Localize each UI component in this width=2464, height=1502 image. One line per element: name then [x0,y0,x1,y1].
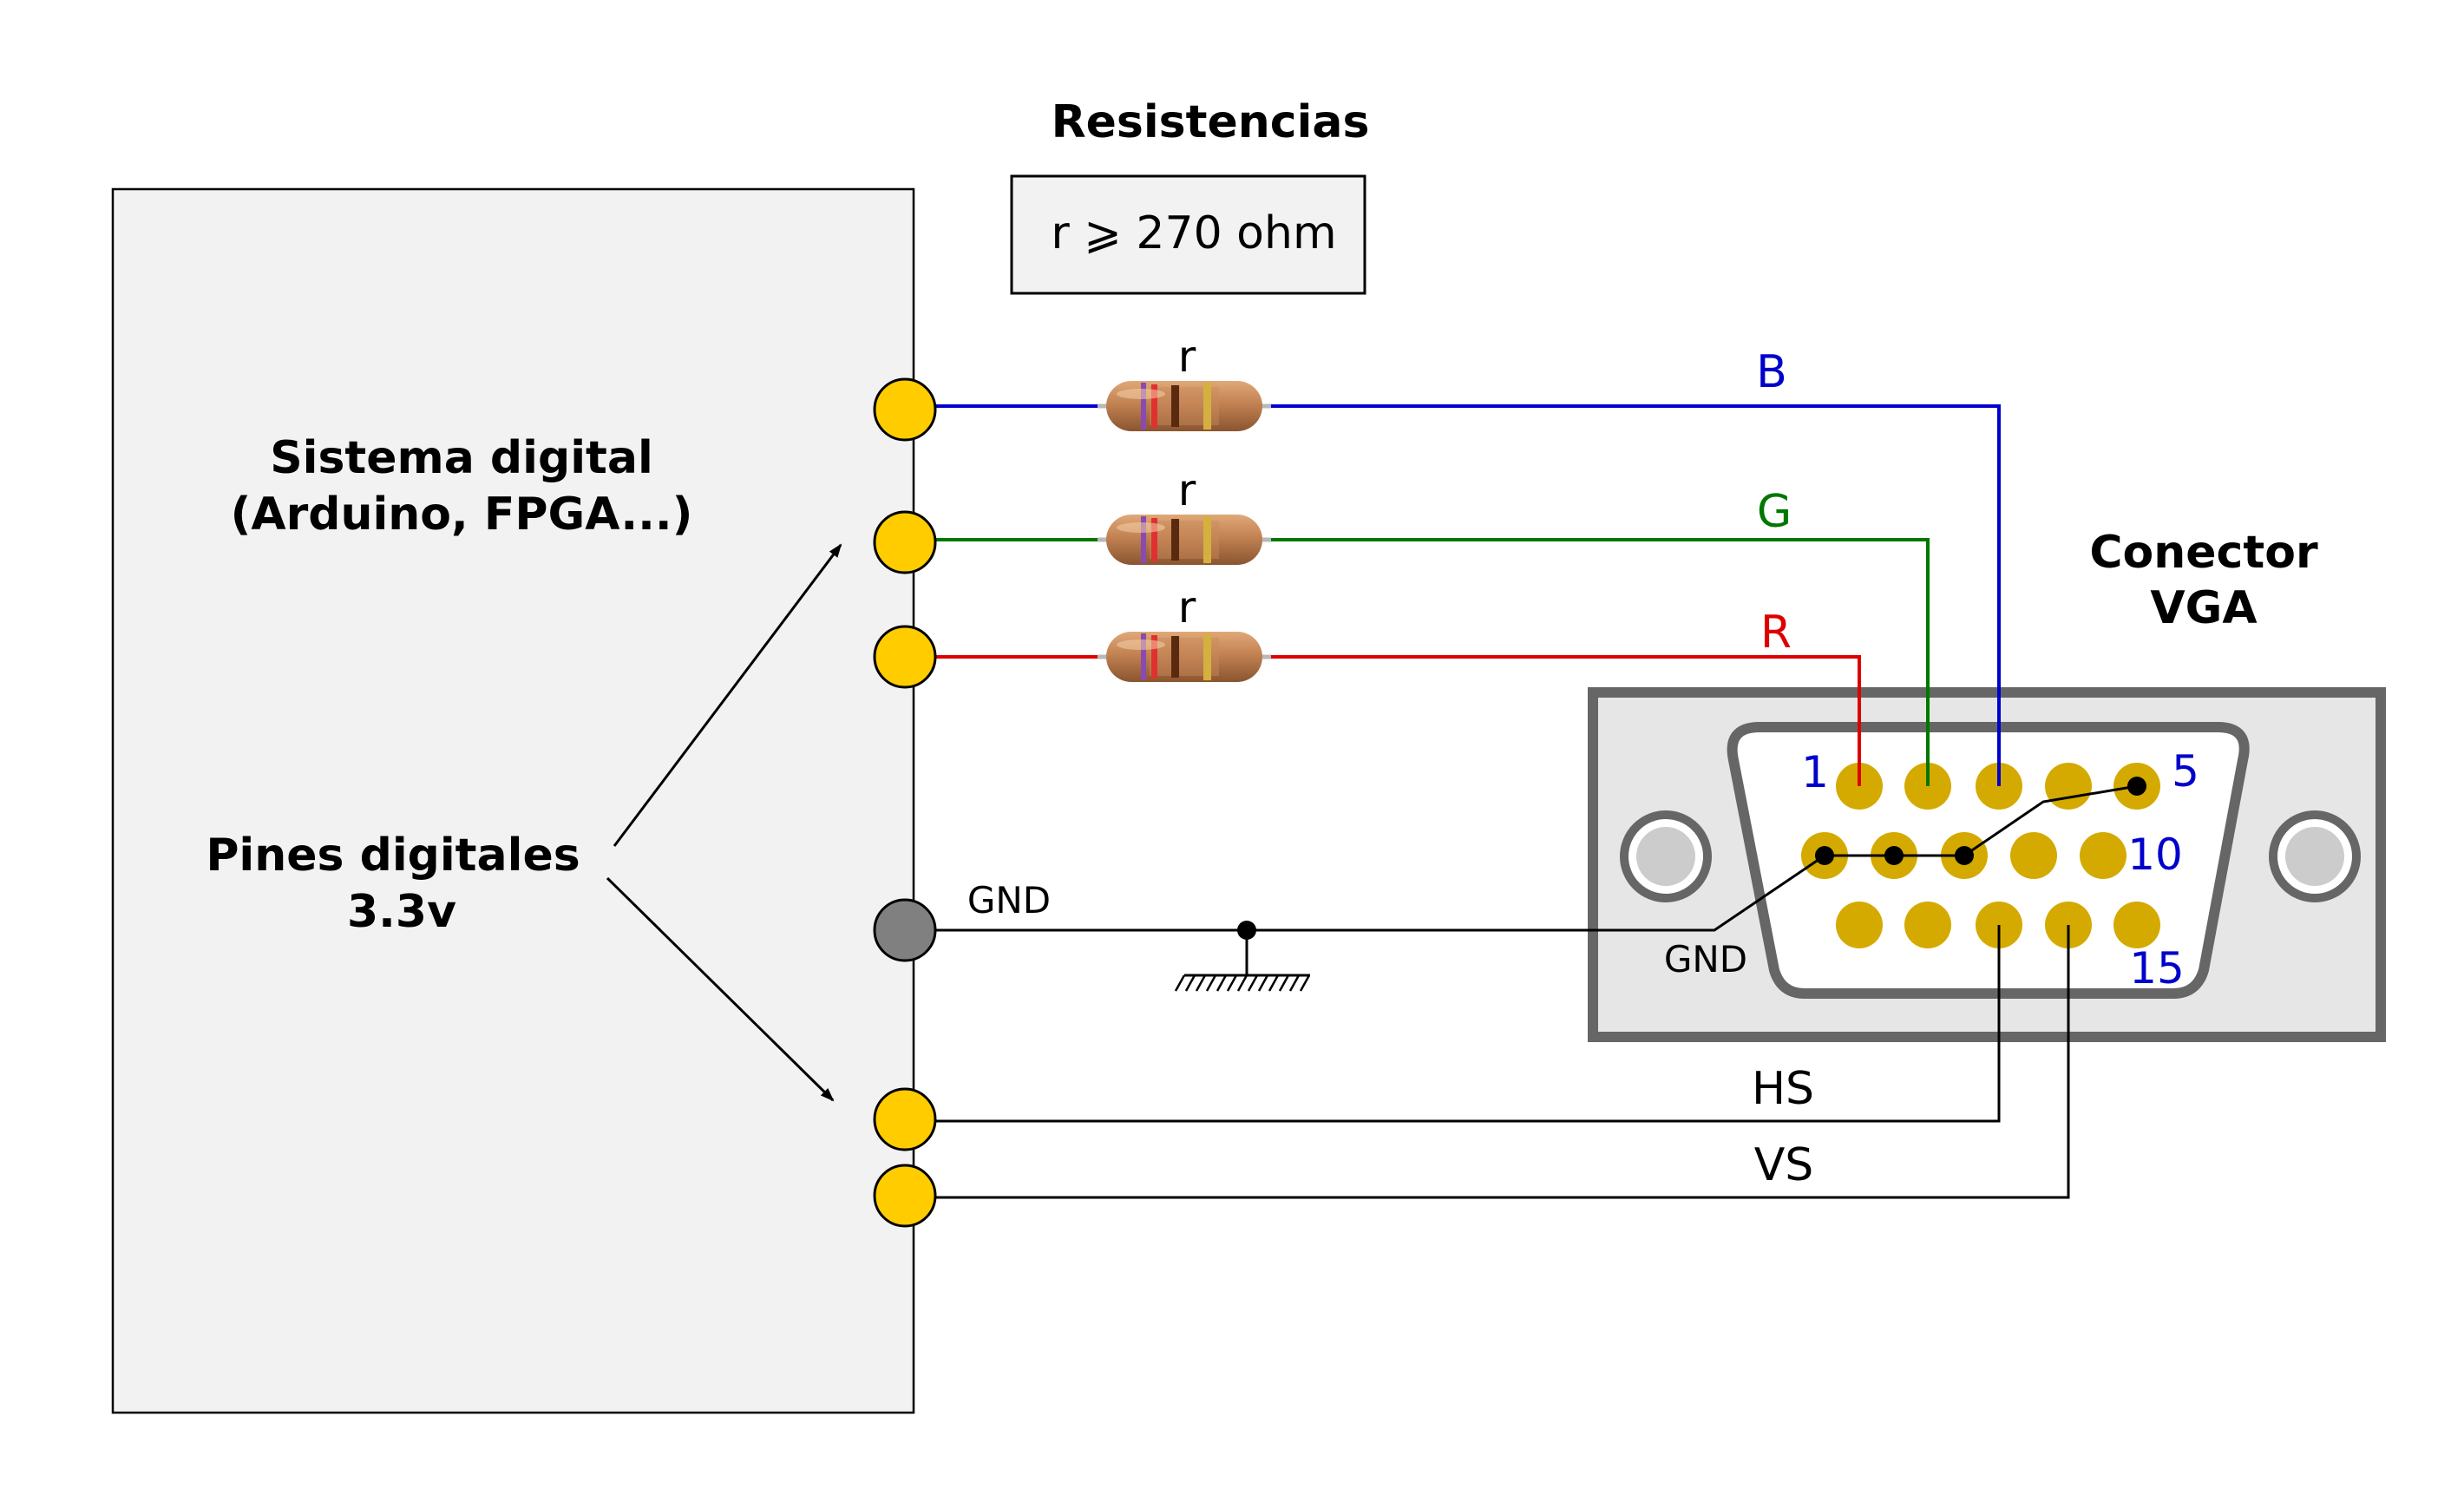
wire-green [1271,538,1930,786]
signal-label-red: R [1760,607,1792,659]
digital-system-block [111,187,915,1414]
gnd-junction-pin-8 [1955,846,1974,865]
resistor-label-green: r [1178,465,1196,515]
signal-label-green: G [1757,486,1792,538]
gnd-junction-pin-7 [1884,846,1904,865]
wire-hsync [915,925,2001,1123]
digital-pins-voltage: 3.3v [347,886,456,938]
vga-pin-11 [1836,902,1883,948]
wire-red [1271,655,1861,786]
vga-pin-number-5: 5 [2172,746,2199,797]
arrow-to-sync-pins [606,876,835,1102]
gnd-junction-pin-5 [2127,777,2146,796]
vga-connector-subtitle: VGA [2150,582,2257,634]
vga-right-screw-head [2285,827,2344,886]
vga-pin-number-1: 1 [1801,747,1829,797]
vga-pin-number-15: 15 [2129,943,2185,994]
ground-symbol-icon [1174,974,1311,992]
arrow-to-rgb-pins [613,543,842,847]
vga-pin-number-10: 10 [2127,830,2183,880]
digital-pin-red [873,625,937,689]
wire-vsync [915,925,2070,1199]
vga-pin-9 [2010,832,2057,879]
vga-pin-12 [1904,902,1951,948]
resistor-blue-icon [1098,381,1271,431]
resistor-red-icon [1098,632,1271,682]
digital-system-subtitle: (Arduino, FPGA...) [231,489,693,541]
signal-label-hsync: HS [1752,1063,1814,1115]
vga-left-screw-head [1636,827,1695,886]
signal-label-gnd-right: GND [1664,938,1747,981]
gnd-junction-pin-6 [1815,846,1834,865]
signal-label-vsync: VS [1754,1139,1814,1191]
digital-system-title: Sistema digital [270,432,653,484]
digital-pin-vsync [873,1164,937,1228]
resistor-green-icon [1098,515,1271,565]
signal-label-gnd-left: GND [967,879,1051,922]
resistor-label-blue: r [1178,331,1196,382]
resistor-label-red: r [1178,582,1196,633]
resistor-spec-text: r ⩾ 270 ohm [1051,207,1336,259]
digital-pin-hsync [873,1087,937,1151]
digital-pin-gnd [873,898,937,962]
digital-pin-green [873,510,937,574]
vga-pin-15 [2113,902,2160,948]
digital-pins-label: Pines digitales [206,830,580,882]
vga-pin-10 [2080,832,2127,879]
wire-blue [1271,404,2001,786]
resistor-spec-box [1010,174,1366,295]
vga-connector-title: Conector [2089,527,2318,579]
digital-pin-blue [873,377,937,442]
resistors-title: Resistencias [1052,96,1370,148]
signal-label-blue: B [1756,346,1787,398]
vga-pin-4 [2045,763,2092,810]
